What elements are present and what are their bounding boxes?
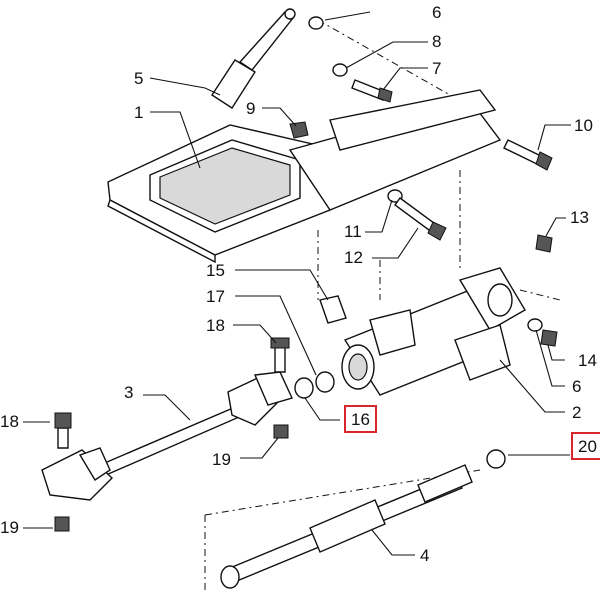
callout-7: 7 [432, 59, 442, 78]
callout-2: 2 [572, 403, 582, 422]
lever-part-5 [211, 8, 296, 109]
intermediate-shaft-part-3 [41, 371, 293, 501]
column-housing-part-2 [341, 267, 526, 396]
callout-8: 8 [432, 32, 442, 51]
callout-1: 1 [134, 103, 144, 122]
callout-16-highlighted: 16 [344, 405, 377, 433]
callout-5: 5 [134, 69, 144, 88]
leader-lines [23, 11, 571, 556]
support-plate-part-1 [107, 89, 502, 264]
callout-6-top: 6 [432, 3, 442, 22]
callout-4: 4 [420, 546, 430, 565]
callout-6-bottom: 6 [572, 377, 582, 396]
callout-3: 3 [124, 383, 134, 402]
callout-10: 10 [574, 116, 593, 135]
callout-9: 9 [246, 99, 256, 118]
fasteners [54, 16, 558, 532]
callout-19-left: 19 [0, 518, 19, 537]
callout-12: 12 [344, 248, 363, 267]
callout-18-left: 18 [0, 412, 19, 431]
callout-19-right: 19 [212, 450, 231, 469]
callout-14: 14 [578, 351, 597, 370]
bushings [294, 295, 506, 469]
callout-20-highlighted: 20 [571, 432, 600, 460]
callout-11: 11 [344, 222, 362, 241]
callout-17: 17 [206, 287, 225, 306]
callout-13: 13 [570, 208, 589, 227]
lower-shaft-part-4 [220, 464, 473, 589]
callout-15: 15 [206, 261, 225, 280]
callout-18-right: 18 [206, 316, 225, 335]
